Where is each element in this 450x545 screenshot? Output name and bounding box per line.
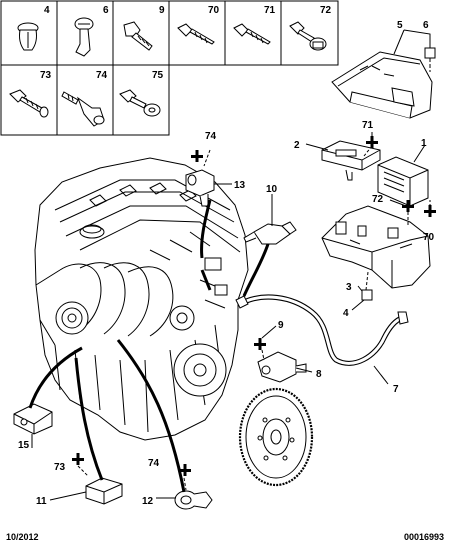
push-clip-icon bbox=[17, 22, 39, 51]
leader-curves bbox=[28, 199, 270, 493]
callout-72: 72 bbox=[372, 194, 384, 205]
table-ref-73: 73 bbox=[40, 70, 52, 81]
screw-marker-74-top bbox=[191, 150, 203, 162]
callout-5: 5 bbox=[397, 20, 403, 31]
long-screw-icon bbox=[9, 89, 49, 118]
flywheel bbox=[238, 387, 314, 487]
callout-13: 13 bbox=[234, 180, 246, 191]
callout-7: 7 bbox=[393, 384, 399, 395]
screw-marker-73 bbox=[72, 453, 84, 465]
footer-date: 10/2012 bbox=[6, 532, 39, 542]
callout-73: 73 bbox=[54, 462, 66, 473]
camshaft-sensor bbox=[185, 169, 215, 207]
self-tapping-screw-icon bbox=[177, 23, 215, 45]
callout-labels: 5 6 1 2 71 72 70 3 4 74 13 10 9 8 7 15 7… bbox=[18, 20, 435, 507]
leader-lines bbox=[31, 29, 436, 501]
callout-6: 6 bbox=[423, 20, 429, 31]
callout-71: 71 bbox=[362, 120, 374, 131]
callout-74-bottom: 74 bbox=[148, 458, 160, 469]
table-ref-74: 74 bbox=[96, 70, 108, 81]
ecu-tray bbox=[321, 205, 431, 289]
temperature-sensor bbox=[243, 221, 297, 245]
screw-marker-9 bbox=[254, 338, 266, 350]
flange-screw-icon bbox=[123, 21, 153, 51]
table-ref-71: 71 bbox=[264, 5, 276, 16]
knock-sensor bbox=[174, 490, 213, 510]
quarter-turn-fastener-icon bbox=[74, 17, 94, 57]
callout-1: 1 bbox=[421, 138, 427, 149]
screw-washer-icon bbox=[119, 89, 161, 117]
callout-15: 15 bbox=[18, 440, 30, 451]
callout-2: 2 bbox=[294, 140, 300, 151]
callout-11: 11 bbox=[36, 496, 47, 507]
screw-marker-70 bbox=[424, 205, 436, 217]
table-ref-9: 9 bbox=[159, 5, 165, 16]
callout-10: 10 bbox=[266, 184, 278, 195]
engine-assembly bbox=[34, 157, 249, 441]
screw-marker-74-bottom bbox=[179, 464, 191, 476]
crankshaft-sensor bbox=[257, 351, 307, 383]
callout-3: 3 bbox=[346, 282, 352, 293]
wiring-harness bbox=[235, 294, 409, 366]
connector-15 bbox=[13, 403, 53, 435]
flange-bolt-icon bbox=[289, 21, 327, 51]
screw-marker-71 bbox=[366, 136, 378, 148]
table-ref-72: 72 bbox=[320, 5, 332, 16]
screw-markers bbox=[72, 136, 436, 476]
callout-9: 9 bbox=[278, 320, 284, 331]
fastener-parts-table bbox=[0, 0, 339, 136]
table-ref-4: 4 bbox=[44, 5, 50, 16]
self-tapping-screw-2-icon bbox=[233, 23, 271, 45]
callout-8: 8 bbox=[316, 369, 322, 380]
callout-74-top: 74 bbox=[205, 131, 217, 142]
bracket-11 bbox=[85, 477, 123, 505]
screw-marker-72 bbox=[402, 200, 414, 212]
footer-reference-number: 00016993 bbox=[403, 532, 444, 542]
table-ref-75: 75 bbox=[152, 70, 164, 81]
callout-70: 70 bbox=[423, 232, 435, 243]
callout-4: 4 bbox=[343, 308, 349, 319]
table-ref-70: 70 bbox=[208, 5, 220, 16]
table-ref-6: 6 bbox=[103, 5, 109, 16]
socket-bolt-icon bbox=[61, 91, 105, 127]
ecu-module bbox=[377, 156, 429, 207]
ecu-cover bbox=[331, 51, 433, 119]
callout-12: 12 bbox=[142, 496, 154, 507]
connector-bracket bbox=[321, 140, 381, 181]
